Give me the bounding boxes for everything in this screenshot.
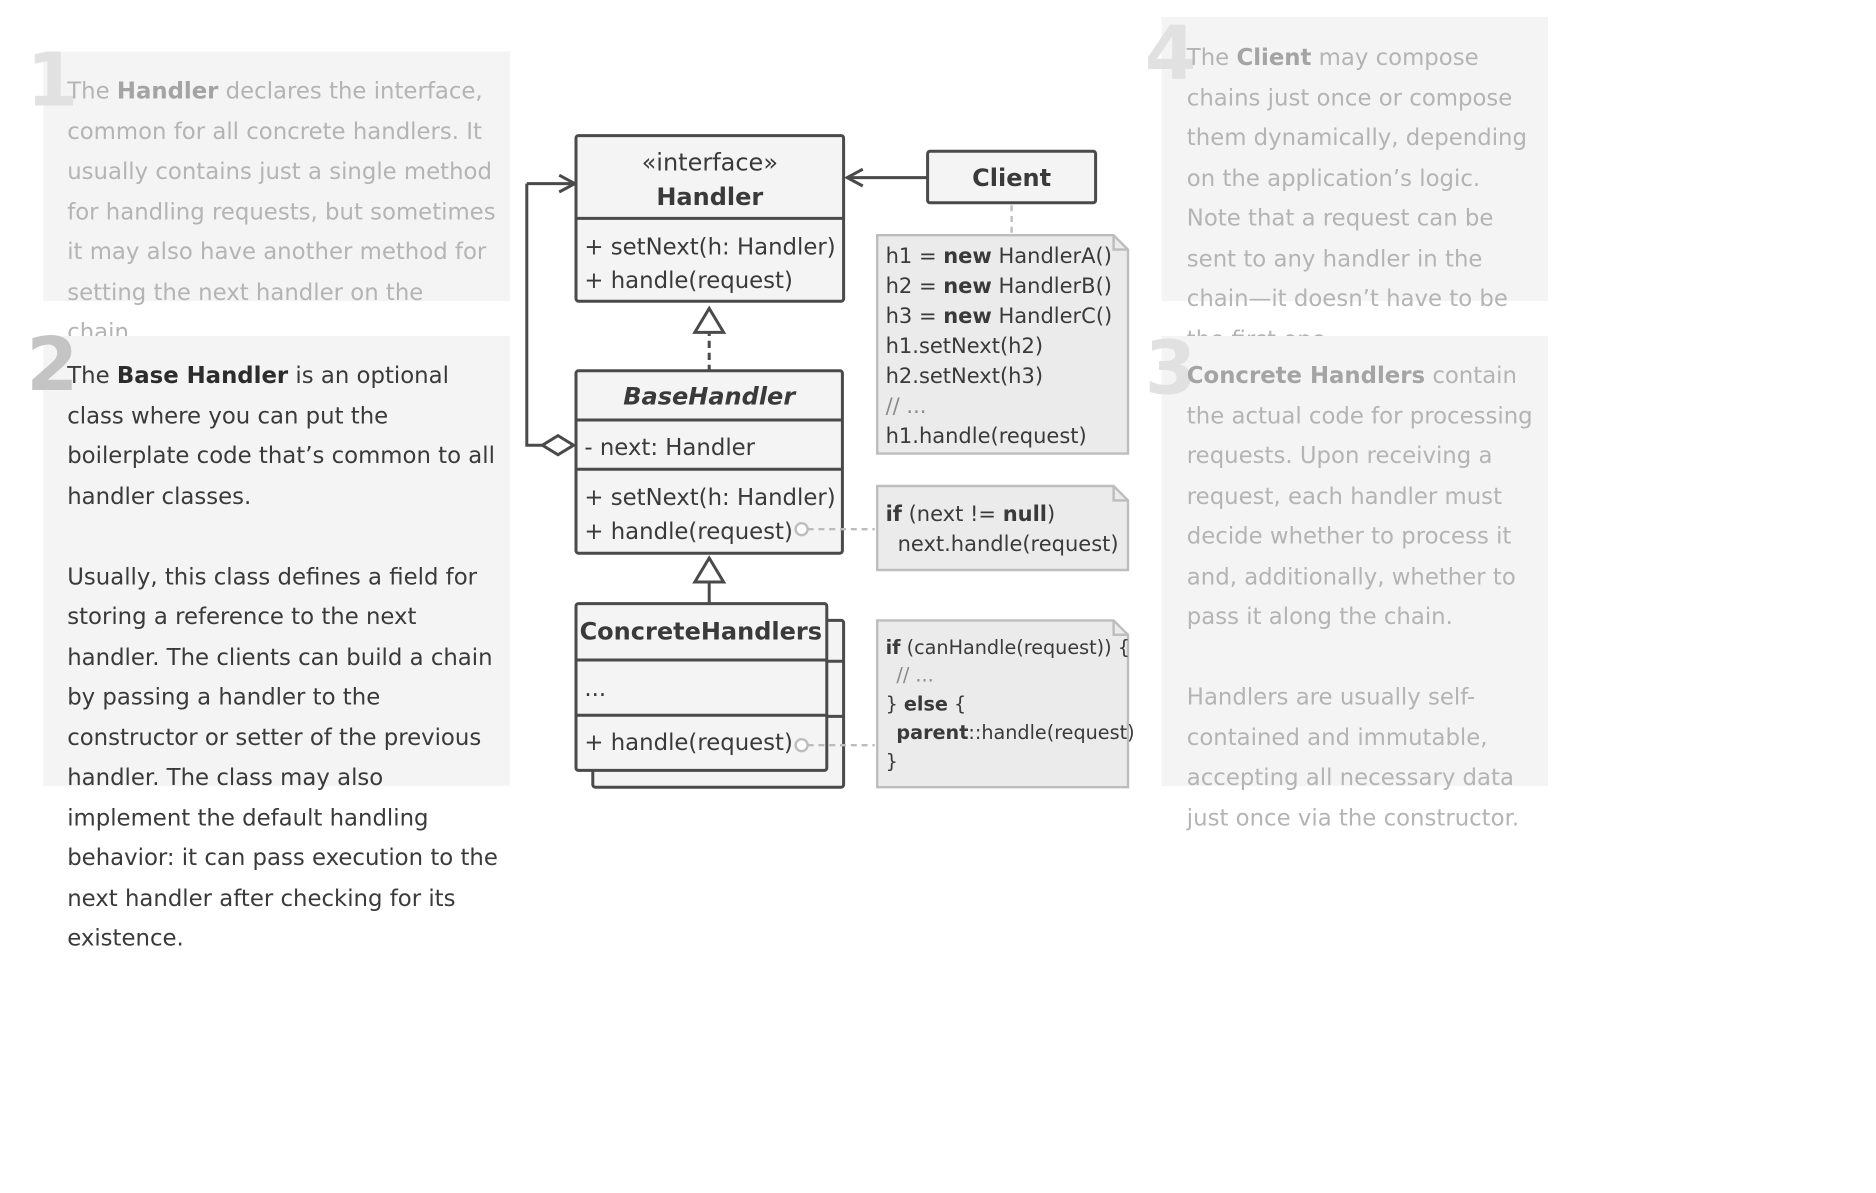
step-number-1: 1 [26, 36, 79, 124]
concrete-code-line-5: } [886, 750, 898, 773]
realization-arrow [692, 305, 727, 373]
client-term: Client [1236, 44, 1312, 71]
client-code-line-6: // ... [886, 394, 927, 418]
base-handler-class-name: BaseHandler [623, 382, 797, 410]
client-description-text: The Client may compose chains just once … [1186, 44, 1527, 352]
inheritance-arrow [692, 555, 727, 605]
concrete-handlers-description-text: Concrete Handlers contain the actual cod… [1187, 356, 1541, 838]
note-connectors [807, 205, 1013, 747]
concrete-handlers-term: Concrete Handlers [1186, 362, 1426, 389]
handler-method-handle: + handle(request) [584, 268, 793, 294]
client-code-line-3: h3 = new HandlerC() [886, 304, 1113, 328]
client-code-line-7: h1.handle(request) [886, 424, 1087, 448]
base-code-line-2: next.handle(request) [898, 532, 1119, 556]
step-number-2: 2 [26, 320, 79, 409]
concrete-handlers-box: ConcreteHandlers ... + handle(request) [574, 602, 846, 789]
handler-interface-box: «interface» Handler + setNext(h: Handler… [574, 134, 846, 303]
note-anchor-icon-2 [794, 738, 809, 753]
concrete-handlers-method-handle: + handle(request) [584, 730, 793, 756]
base-handler-method-handle: + handle(request) [584, 519, 793, 545]
concrete-handler-code-note: if (canHandle(request)) { // ... } else … [876, 619, 1135, 789]
client-code-line-1: h1 = new HandlerA() [886, 244, 1112, 268]
base-handler-description-text: The Base Handler is an optional class wh… [67, 356, 499, 959]
step-number-3: 3 [1144, 324, 1197, 412]
concrete-code-line-4: parent::handle(request) [896, 721, 1134, 744]
handler-stereotype: «interface» [642, 148, 778, 176]
aggregation-connector [525, 173, 578, 457]
base-code-line-1: if (next != null) [886, 502, 1056, 526]
aggregation-diamond-icon [539, 433, 577, 457]
concrete-handlers-class-name: ConcreteHandlers [580, 618, 822, 646]
concrete-handlers-field: ... [584, 676, 606, 702]
panel-concrete-handlers-description [1161, 336, 1549, 787]
client-class-name: Client [972, 164, 1051, 192]
client-code-line-5: h2.setNext(h3) [886, 364, 1043, 388]
concrete-code-line-1: if (canHandle(request)) { [886, 636, 1130, 659]
step-number-4: 4 [1144, 9, 1197, 98]
base-handler-field-next: - next: Handler [584, 435, 755, 461]
client-box: Client [926, 149, 1098, 205]
hollow-triangle-icon-2 [692, 555, 727, 584]
hollow-triangle-icon [692, 305, 727, 334]
client-code-line-2: h2 = new HandlerB() [886, 274, 1112, 298]
panel-base-handler-description [43, 336, 511, 787]
handler-description-text: The Handler declares the interface, comm… [67, 78, 496, 346]
client-code-line-4: h1.setNext(h2) [886, 334, 1043, 358]
uml-diagram: «interface» Handler + setNext(h: Handler… [525, 134, 1135, 789]
concrete-code-line-3: } else { [886, 692, 967, 715]
client-code-note: h1 = new HandlerA() h2 = new HandlerB() … [876, 234, 1130, 455]
handler-term: Handler [116, 78, 219, 105]
base-handler-method-setnext: + setNext(h: Handler) [584, 485, 835, 511]
base-handler-code-note: if (next != null) next.handle(request) [876, 484, 1130, 572]
handler-method-setnext: + setNext(h: Handler) [584, 234, 835, 260]
base-handler-term: Base Handler [116, 362, 289, 389]
base-handler-box: BaseHandler - next: Handler + setNext(h:… [574, 369, 844, 555]
panel-client-description [1161, 16, 1549, 302]
base-handler-description-para2: Usually, this class defines a field for … [67, 563, 498, 952]
client-association [844, 167, 928, 188]
concrete-handlers-description-para2: Handlers are usually self-contained and … [1186, 684, 1520, 832]
handler-class-name: Handler [656, 183, 763, 211]
note-anchor-icon [794, 522, 809, 537]
concrete-code-line-2: // ... [896, 664, 933, 687]
panel-handler-description [43, 51, 511, 302]
